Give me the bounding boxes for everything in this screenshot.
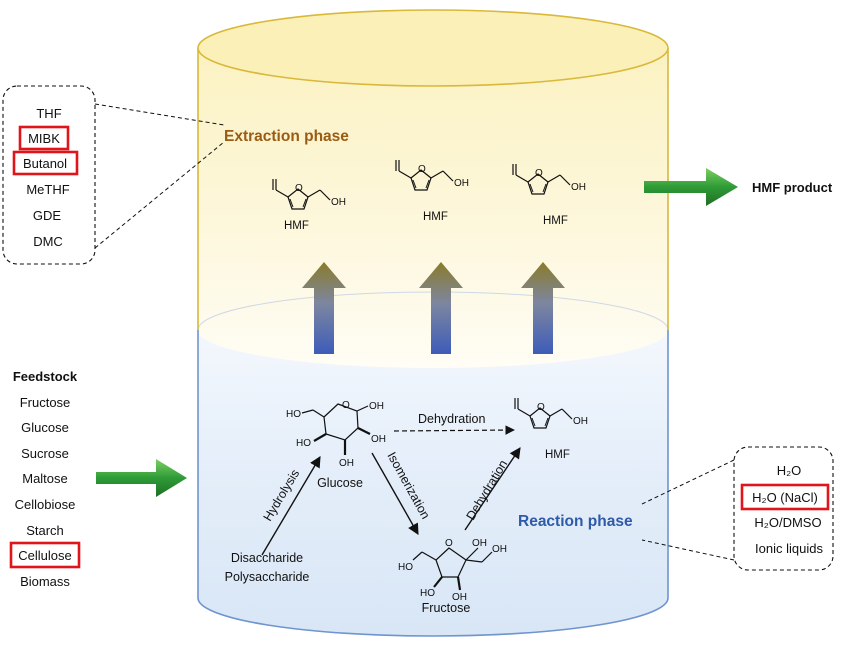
hmf-product-label: HMF product — [752, 180, 833, 195]
hmf-molecule: O OH HMF — [512, 164, 586, 227]
reaction-phase-label: Reaction phase — [518, 513, 633, 530]
dehydration-side-arrow — [464, 447, 521, 531]
fructose-label: Fructose — [422, 601, 471, 615]
highlight-box-mibk — [18, 125, 70, 151]
hmf-label: HMF — [543, 215, 568, 227]
transfer-arrow-1 — [302, 262, 346, 354]
feedstock-item: Starch — [26, 523, 64, 538]
svg-text:OH: OH — [369, 401, 384, 412]
solvent-item: Butanol — [23, 156, 67, 171]
transfer-arrow-3 — [521, 262, 565, 354]
svg-text:O: O — [418, 164, 426, 175]
transfer-arrow-2 — [419, 262, 463, 354]
svg-text:O: O — [537, 402, 545, 413]
svg-text:O: O — [295, 183, 303, 194]
dehydration-top-label: Dehydration — [418, 412, 485, 426]
svg-text:HO: HO — [286, 409, 301, 420]
feedstock-item: Cellulose — [18, 548, 71, 563]
glucose-label: Glucose — [317, 476, 363, 490]
extraction-solvent-box: THF MIBK Butanol MeTHF GDE DMC — [2, 85, 225, 265]
feedstock-list: Feedstock Fructose Glucose Sucrose Malto… — [9, 369, 81, 589]
feedstock-item: Glucose — [21, 420, 69, 435]
hmf-molecule: O OH HMF — [272, 179, 346, 232]
fructose-molecule: O HO OH OH HO OH Fructose — [398, 538, 507, 615]
highlight-box-cellulose — [9, 541, 81, 569]
svg-text:OH: OH — [371, 434, 386, 445]
solvent-item: GDE — [33, 208, 62, 223]
feedstock-item: Fructose — [20, 395, 71, 410]
highlight-box-butanol — [12, 150, 79, 176]
feed-arrow — [96, 459, 187, 497]
extraction-phase-label: Extraction phase — [224, 128, 349, 145]
medium-item: H₂O (NaCl) — [752, 490, 818, 505]
medium-item: Ionic liquids — [755, 541, 823, 556]
feedstock-item: Maltose — [22, 471, 68, 486]
svg-text:O: O — [342, 400, 350, 411]
source-label-line1: Disaccharide — [231, 551, 303, 565]
feedstock-item: Cellobiose — [15, 497, 76, 512]
hmf-label: HMF — [423, 211, 448, 223]
reaction-media-box: H₂O H₂O (NaCl) H₂O/DMSO Ionic liquids — [641, 446, 834, 571]
dehydration-dashed-arrow — [393, 425, 515, 435]
svg-text:HO: HO — [420, 588, 435, 599]
svg-text:OH: OH — [452, 592, 467, 603]
svg-text:OH: OH — [339, 458, 354, 469]
solvent-item: MIBK — [28, 131, 60, 146]
svg-text:OH: OH — [573, 416, 588, 427]
solvent-item: MeTHF — [26, 182, 69, 197]
svg-text:HO: HO — [398, 562, 413, 573]
product-arrow — [644, 168, 738, 206]
glucose-molecule: O HO OH OH OH HO Glucose — [286, 400, 386, 490]
hydrolysis-arrow — [261, 456, 321, 556]
svg-text:O: O — [445, 538, 453, 549]
solvent-item: DMC — [33, 234, 63, 249]
feedstock-item: Biomass — [20, 574, 70, 589]
svg-text:O: O — [535, 168, 543, 179]
medium-item: H₂O — [777, 463, 802, 478]
medium-item: H₂O/DMSO — [754, 515, 821, 530]
feedstock-item: Sucrose — [21, 446, 69, 461]
hmf-label: HMF — [284, 220, 309, 232]
transfer-arrows — [302, 262, 565, 354]
svg-text:OH: OH — [454, 178, 469, 189]
svg-text:HO: HO — [296, 438, 311, 449]
svg-text:OH: OH — [472, 538, 487, 549]
hmf-molecule: O OH HMF — [395, 160, 469, 223]
highlight-box-nacl — [740, 483, 830, 511]
svg-text:OH: OH — [492, 544, 507, 555]
svg-text:OH: OH — [571, 182, 586, 193]
feedstock-title: Feedstock — [13, 369, 78, 384]
hmf-label: HMF — [545, 449, 570, 461]
hmf-molecule: O OH HMF — [514, 398, 588, 461]
isomerization-arrow — [371, 452, 419, 535]
svg-text:OH: OH — [331, 197, 346, 208]
solvent-item: THF — [36, 106, 61, 121]
source-label-line2: Polysaccharide — [225, 570, 310, 584]
